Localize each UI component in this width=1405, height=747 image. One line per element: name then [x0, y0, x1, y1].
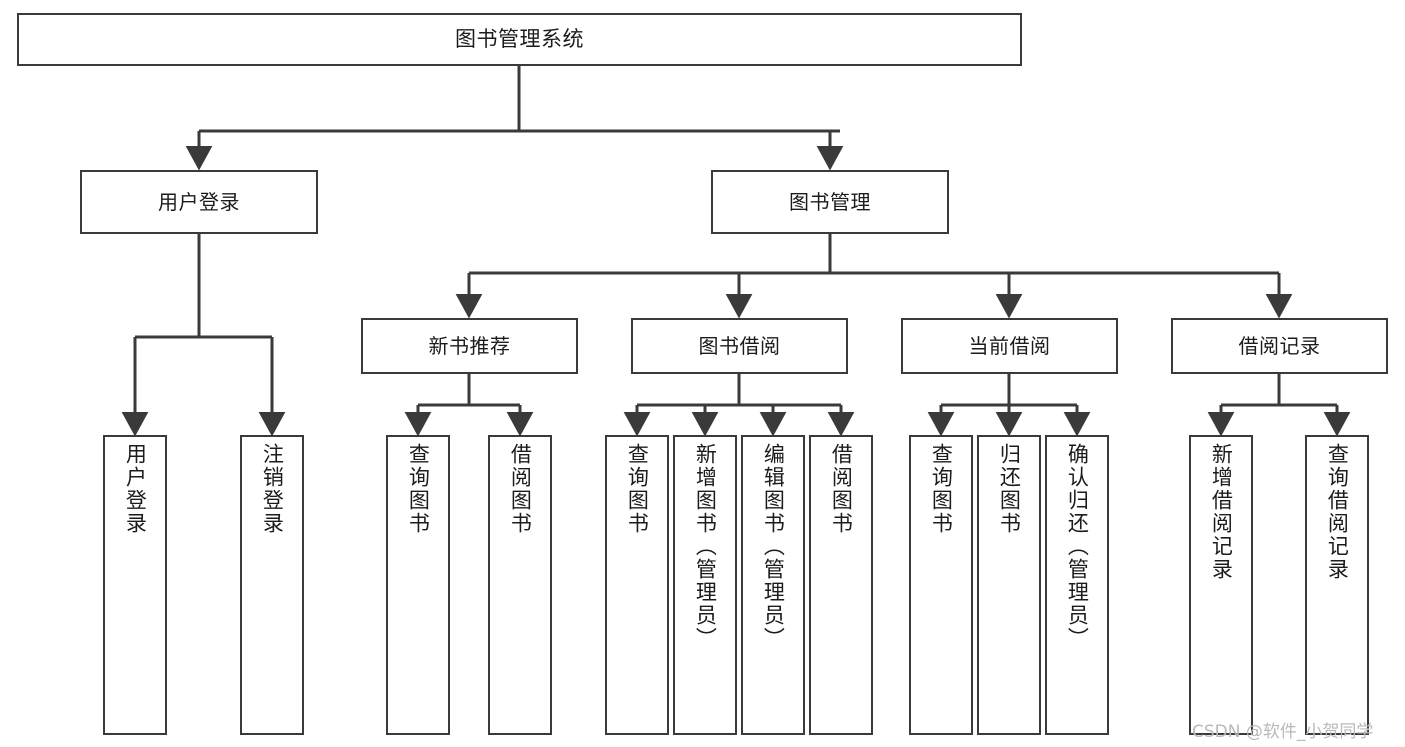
node-user-login[interactable]: 用户登录: [80, 170, 318, 234]
node-leaf-borrow-book-2[interactable]: 借阅图书: [809, 435, 873, 735]
node-book-manage[interactable]: 图书管理: [711, 170, 949, 234]
node-book-borrow-label: 图书借阅: [698, 333, 781, 358]
node-leaf-borrow-book-1-label: 借阅图书: [508, 443, 533, 535]
node-leaf-query-book-1[interactable]: 查询图书: [386, 435, 450, 735]
node-leaf-edit-book[interactable]: 编辑图书（管理员）: [741, 435, 805, 735]
node-book-borrow[interactable]: 图书借阅: [631, 318, 848, 374]
node-current-borrow-label: 当前借阅: [968, 333, 1051, 358]
node-borrow-record[interactable]: 借阅记录: [1171, 318, 1388, 374]
node-root[interactable]: 图书管理系统: [17, 13, 1022, 66]
node-leaf-query-record-label: 查询借阅记录: [1325, 443, 1350, 581]
node-leaf-query-book-1-label: 查询图书: [406, 443, 431, 535]
node-leaf-query-book-3[interactable]: 查询图书: [909, 435, 973, 735]
node-leaf-logout-login-label: 注销登录: [260, 443, 285, 535]
node-leaf-user-login-label: 用户登录: [123, 443, 148, 535]
node-leaf-query-record[interactable]: 查询借阅记录: [1305, 435, 1369, 735]
node-new-book-recommend[interactable]: 新书推荐: [361, 318, 578, 374]
node-current-borrow[interactable]: 当前借阅: [901, 318, 1118, 374]
node-leaf-borrow-book-1[interactable]: 借阅图书: [488, 435, 552, 735]
node-leaf-confirm-return[interactable]: 确认归还（管理员）: [1045, 435, 1109, 735]
node-leaf-add-record[interactable]: 新增借阅记录: [1189, 435, 1253, 735]
node-leaf-query-book-2-label: 查询图书: [625, 443, 650, 535]
node-leaf-add-record-label: 新增借阅记录: [1209, 443, 1234, 581]
node-book-manage-label: 图书管理: [789, 189, 871, 214]
node-leaf-borrow-book-2-label: 借阅图书: [829, 443, 854, 535]
node-new-book-recommend-label: 新书推荐: [428, 333, 511, 358]
node-leaf-query-book-2[interactable]: 查询图书: [605, 435, 669, 735]
node-leaf-return-book[interactable]: 归还图书: [977, 435, 1041, 735]
node-leaf-add-book-label: 新增图书（管理员）: [693, 443, 718, 650]
node-leaf-logout-login[interactable]: 注销登录: [240, 435, 304, 735]
node-leaf-user-login[interactable]: 用户登录: [103, 435, 167, 735]
node-leaf-add-book[interactable]: 新增图书（管理员）: [673, 435, 737, 735]
node-leaf-query-book-3-label: 查询图书: [929, 443, 954, 535]
node-leaf-confirm-return-label: 确认归还（管理员）: [1065, 443, 1090, 650]
node-user-login-label: 用户登录: [158, 189, 240, 214]
node-leaf-return-book-label: 归还图书: [997, 443, 1022, 535]
node-borrow-record-label: 借阅记录: [1238, 333, 1321, 358]
node-root-label: 图书管理系统: [455, 27, 584, 52]
node-leaf-edit-book-label: 编辑图书（管理员）: [761, 443, 786, 650]
csdn-watermark: CSDN @软件_小贺同学: [1192, 722, 1374, 742]
